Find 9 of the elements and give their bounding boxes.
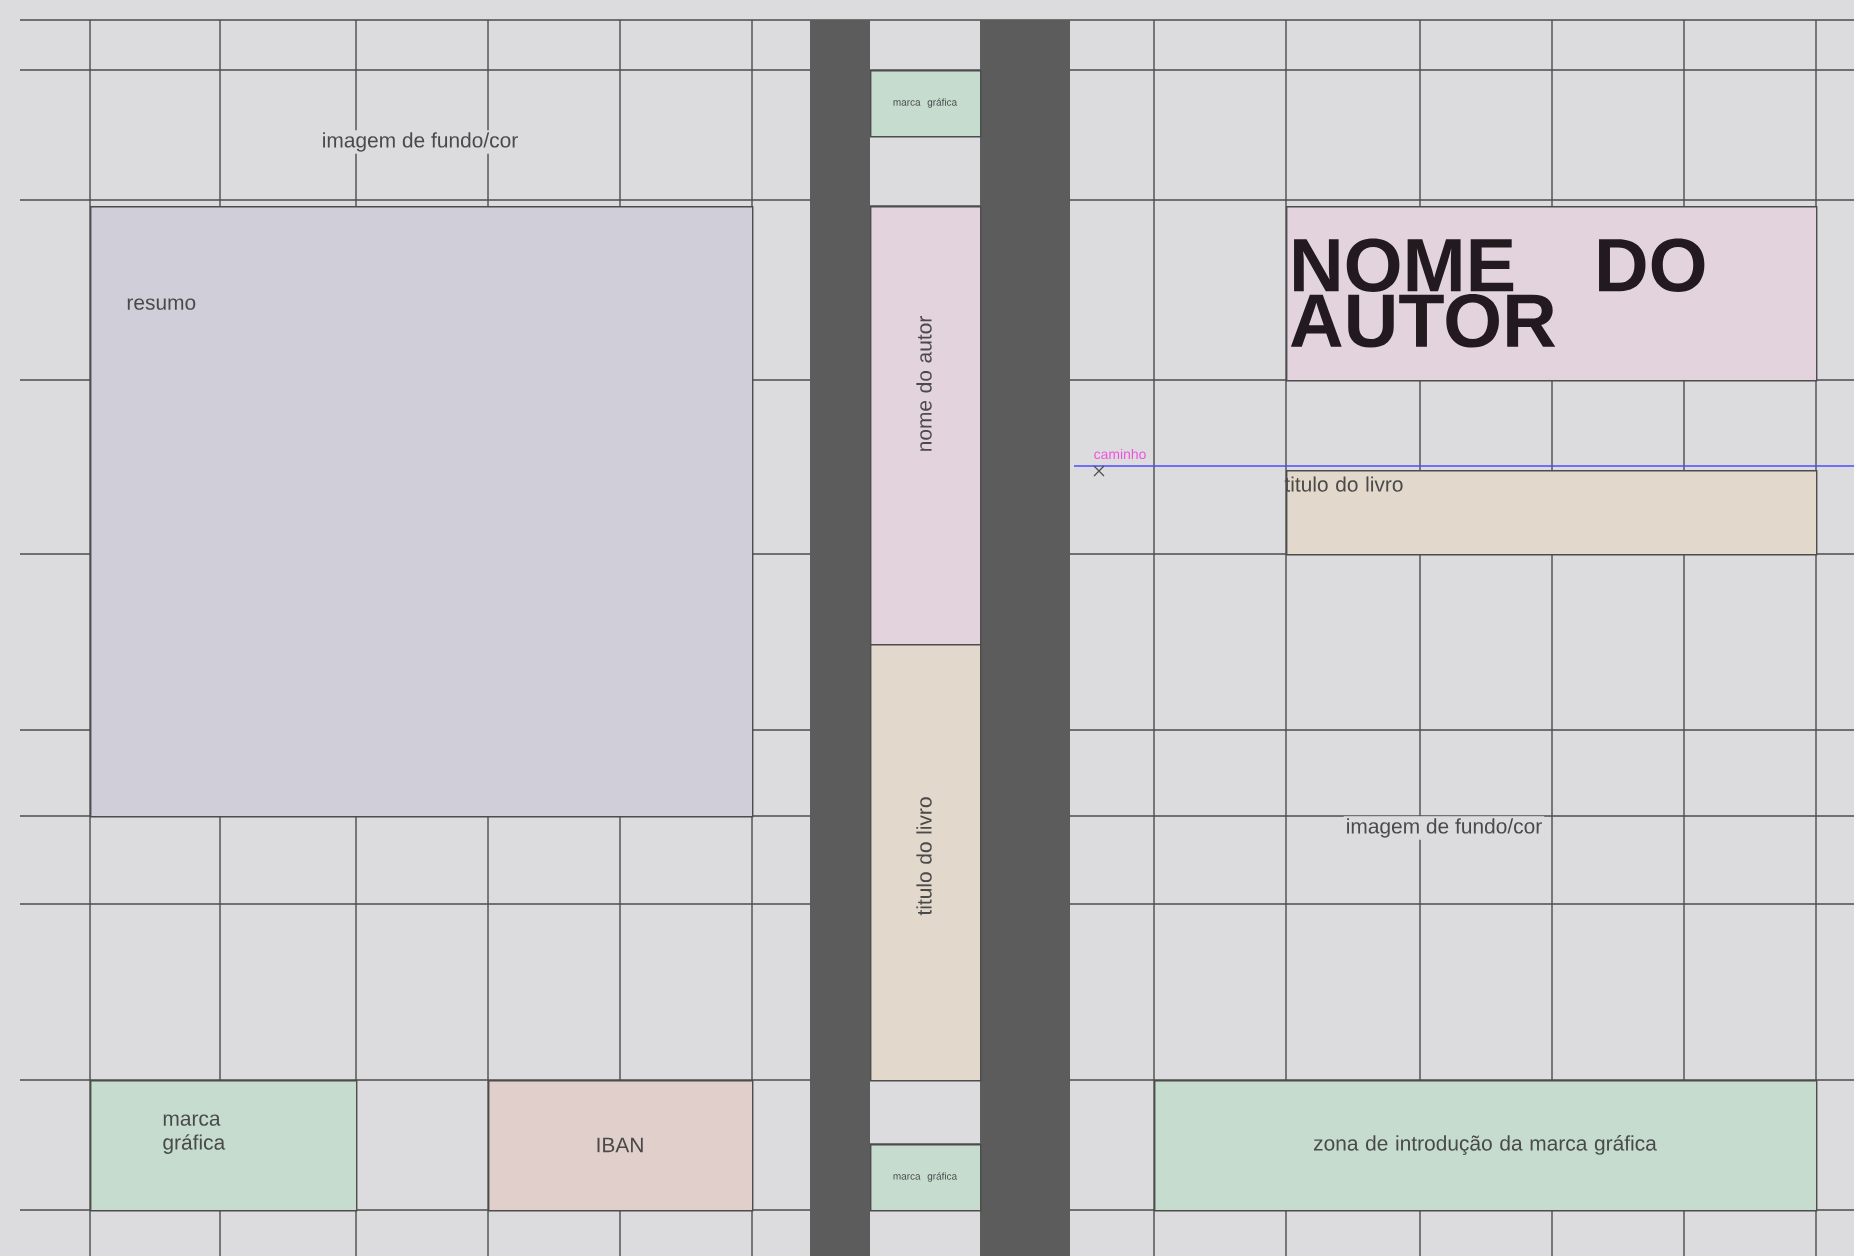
layout-box: nome do autor [870, 206, 982, 646]
title-box: NOME DO AUTOR [1286, 206, 1818, 382]
layout-box: titulo do livro [870, 644, 982, 1082]
layout-box: zona de introdução da marca gráfica [1154, 1080, 1818, 1212]
layout-box: IBAN [488, 1080, 754, 1212]
layout-box: marca gráfica [90, 1080, 358, 1212]
area-label: imagem de fundo/cor [1343, 816, 1545, 840]
layout-box: resumo [90, 206, 754, 818]
area-label: imagem de fundo/cor [319, 130, 521, 154]
